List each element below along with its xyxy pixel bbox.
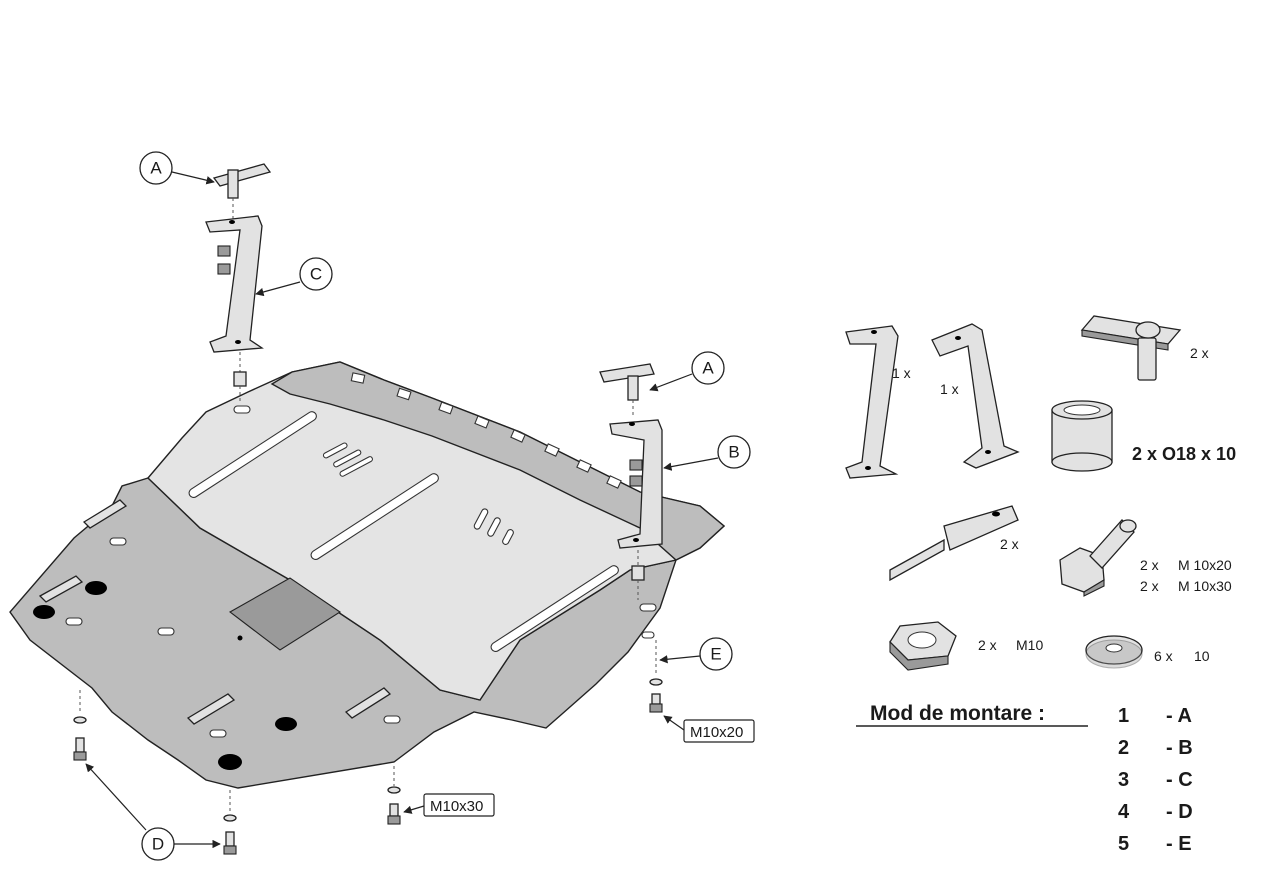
skid-plate	[9, 361, 726, 789]
plate-tabs	[38, 499, 392, 725]
svg-text:M10x20: M10x20	[690, 724, 743, 741]
bolt-group-d-bottom	[223, 790, 237, 855]
part-bracket-short: 1 x	[931, 323, 1020, 469]
bolt-group-bottom-mid	[387, 766, 401, 825]
part-nut: 2 x M10	[889, 621, 1043, 671]
bracket-c-assembly	[205, 163, 272, 404]
plate-long-slots	[188, 411, 619, 653]
svg-text:1 x: 1 x	[940, 381, 959, 397]
svg-text:M 10x20: M 10x20	[1178, 557, 1232, 573]
callout-b: B	[663, 435, 751, 471]
svg-text:6 x: 6 x	[1154, 648, 1173, 664]
bracket-b-assembly	[599, 363, 663, 600]
plate-drain-holes	[33, 581, 297, 770]
part-bracket-tall: 1 x	[845, 325, 911, 479]
callout-a-right: A	[649, 351, 725, 392]
part-washer: 6 x 10	[1085, 635, 1210, 669]
callout-d: D	[85, 763, 221, 861]
svg-text:1 x: 1 x	[892, 365, 911, 381]
part-t-bolt: 2 x	[1080, 315, 1209, 381]
svg-text:D: D	[152, 835, 164, 854]
part-flat-bar: 2 x	[889, 505, 1019, 582]
step-3-letter: - C	[1166, 769, 1193, 791]
t-bolt-right	[599, 363, 655, 383]
callout-c: C	[255, 257, 333, 297]
svg-text:B: B	[728, 443, 739, 462]
step-2-letter: - B	[1166, 737, 1193, 759]
svg-text:10: 10	[1194, 648, 1210, 664]
svg-text:M 10x30: M 10x30	[1178, 578, 1232, 594]
callout-a-top: A	[139, 151, 215, 185]
access-panel	[229, 577, 342, 651]
svg-text:2 x: 2 x	[1000, 536, 1019, 552]
svg-text:A: A	[702, 359, 714, 378]
svg-text:E: E	[710, 645, 721, 664]
bracket-c	[205, 215, 264, 353]
step-1-letter: - A	[1166, 705, 1192, 727]
flange-notches	[350, 372, 622, 489]
step-5-number: 5	[1118, 833, 1129, 855]
spacer-c	[233, 371, 247, 387]
bolt-label-m10x20: M10x20	[663, 715, 755, 743]
step-4-number: 4	[1118, 801, 1130, 823]
svg-text:2 x: 2 x	[1140, 578, 1159, 594]
bracket-b	[609, 419, 663, 549]
step-2-number: 2	[1118, 737, 1129, 759]
callout-e: E	[659, 637, 733, 671]
step-5-letter: - E	[1166, 833, 1192, 855]
mounting-title: Mod de montare :	[870, 702, 1045, 725]
svg-text:A: A	[150, 159, 162, 178]
svg-text:2 x: 2 x	[1140, 557, 1159, 573]
bolt-group-d-left	[73, 690, 87, 761]
part-spacer: 2 x O18 x 10	[1051, 400, 1236, 472]
bolt-group-e	[649, 640, 663, 713]
svg-text:M10x30: M10x30	[430, 798, 483, 815]
step-3-number: 3	[1118, 769, 1129, 791]
part-bolt: 2 x M 10x20 2 x M 10x30	[1059, 519, 1232, 597]
t-bolt-top	[212, 163, 272, 187]
svg-text:2 x O18 x 10: 2 x O18 x 10	[1132, 444, 1236, 464]
mounting-order: Mod de montare : 1 - A 2 - B 3 - C 4 - D…	[856, 702, 1193, 855]
svg-text:M10: M10	[1016, 637, 1043, 653]
plate-vent-slots	[322, 442, 514, 545]
svg-text:C: C	[310, 265, 322, 284]
svg-text:2 x: 2 x	[1190, 345, 1209, 361]
spacer-b	[631, 565, 645, 581]
bolt-label-m10x30: M10x30	[403, 793, 495, 817]
skid-plate-rear-flange	[270, 361, 726, 561]
front-mounting-slots	[65, 405, 657, 738]
step-1-number: 1	[1118, 705, 1129, 727]
svg-text:2 x: 2 x	[978, 637, 997, 653]
parts-list: 1 x 1 x 2 x 2 x O18 x 10	[845, 315, 1236, 671]
step-4-letter: - D	[1166, 801, 1193, 823]
